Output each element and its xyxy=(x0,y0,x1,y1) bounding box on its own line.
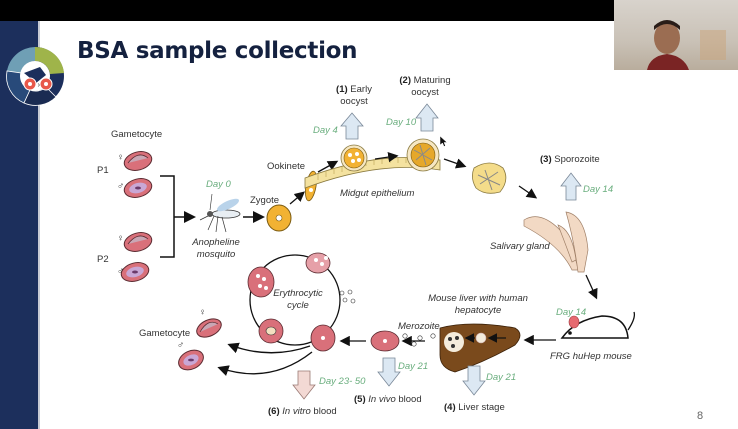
p2-male-symbol: ♂ xyxy=(117,266,125,277)
maturing-oocyst-day: Day 10 xyxy=(386,117,417,128)
in-vitro-label: (6) In vitro blood xyxy=(268,406,337,417)
p1-male-gametocyte xyxy=(123,178,153,198)
parents-header: Gametocyte xyxy=(111,129,163,140)
page-number: 8 xyxy=(697,410,704,422)
in-vivo-label: (5) In vivo blood xyxy=(354,394,422,405)
ookinete-label: Ookinete xyxy=(267,161,306,172)
mosquito-label: Anopheline mosquito xyxy=(186,237,246,261)
slide-title: BSA sample collection xyxy=(77,38,358,64)
sporozoite-up-arrow xyxy=(560,172,582,201)
salivary-gland-label: Salivary gland xyxy=(490,241,550,252)
liver-stage-text: Liver stage xyxy=(458,402,505,413)
erythrocytic-label: Erythrocytic cycle xyxy=(268,288,328,312)
mosquito-label-line1: Anopheline xyxy=(192,237,240,248)
liver-stage-day: Day 21 xyxy=(486,372,517,383)
mouse-icon xyxy=(560,311,636,339)
p1-female-gametocyte xyxy=(123,151,153,171)
mosquito-label-line2: mosquito xyxy=(196,249,236,260)
liver-stage-down-arrow xyxy=(462,365,486,396)
in-vitro-text: blood xyxy=(313,406,337,417)
in-vitro-day: Day 23- 50 xyxy=(319,376,366,387)
in-vivo-text: blood xyxy=(398,394,422,405)
early-oocyst-line2: oocyst xyxy=(340,96,368,107)
output-female-symbol: ♀ xyxy=(199,307,207,318)
maturing-oocyst-line2: oocyst xyxy=(411,87,439,98)
in-vitro-num: (6) xyxy=(268,406,280,417)
top-black-bar xyxy=(0,0,738,21)
p1-female-symbol: ♀ xyxy=(117,152,125,163)
in-vivo-down-arrow xyxy=(377,357,401,387)
zygote-cell xyxy=(266,204,292,232)
p2-label: P2 xyxy=(97,254,109,265)
in-vitro-down-arrow xyxy=(292,370,316,400)
early-oocyst-day: Day 4 xyxy=(313,125,338,136)
erythrocytic-line1: Erythrocytic xyxy=(273,288,323,299)
output-male-symbol: ♂ xyxy=(177,340,185,351)
cycle-rbc-ring xyxy=(258,318,284,344)
in-vivo-num: (5) xyxy=(354,394,366,405)
in-vivo-italic: In vivo xyxy=(368,394,396,405)
maturing-oocyst-line1: Maturing xyxy=(413,75,451,86)
svg-text:×: × xyxy=(37,82,42,89)
output-male-gametocyte xyxy=(178,349,204,371)
mouse-label: FRG huHep mouse xyxy=(550,351,632,362)
in-vivo-day: Day 21 xyxy=(398,361,429,372)
sporozoite-day: Day 14 xyxy=(583,184,614,195)
mouse-pointer-icon xyxy=(440,136,448,147)
liver-icon xyxy=(439,323,521,373)
mouse-day: Day 14 xyxy=(556,307,587,318)
mosquito-icon xyxy=(199,193,241,233)
cycle-rbc-schizont xyxy=(247,266,275,298)
p1-label: P1 xyxy=(97,165,109,176)
sporozoite-num: (3) xyxy=(540,154,552,165)
maturing-oocyst-num: (2) xyxy=(399,75,411,86)
liver-stage-num: (4) xyxy=(444,402,456,413)
p2-male-gametocyte xyxy=(120,262,150,282)
liver-label: Mouse liver with human hepatocyte xyxy=(420,293,536,317)
maturing-oocyst-label: (2) Maturing oocyst xyxy=(393,75,457,99)
webcam-video-tile[interactable] xyxy=(614,0,738,70)
merozoite-label: Merozoite xyxy=(398,321,440,332)
cycle-rbc-infected xyxy=(310,324,336,352)
mosquito-day: Day 0 xyxy=(206,179,231,190)
maturing-oocyst-cell xyxy=(406,138,440,172)
early-oocyst-cell xyxy=(340,144,368,172)
cycle-rbc-bursting xyxy=(305,252,331,274)
sidebar-divider xyxy=(38,21,40,429)
presenter-silhouette-icon xyxy=(647,20,726,70)
liver-stage-label: (4) Liver stage xyxy=(444,402,505,413)
output-female-gametocyte xyxy=(196,318,222,338)
salivary-gland xyxy=(523,211,589,273)
lab-logo-icon: × xyxy=(6,46,64,106)
p2-female-gametocyte xyxy=(123,232,153,252)
midgut-label: Midgut epithelium xyxy=(340,188,415,199)
erythrocytic-line2: cycle xyxy=(287,300,309,311)
sporozoite-text: Sporozoite xyxy=(554,154,600,165)
early-oocyst-line1: Early xyxy=(350,84,372,95)
in-vitro-italic: In vitro xyxy=(282,406,311,417)
p1-male-symbol: ♂ xyxy=(117,181,125,192)
early-oocyst-label: (1) Early oocyst xyxy=(326,84,382,108)
merozoites xyxy=(402,333,436,347)
in-vivo-rbc xyxy=(370,330,400,352)
sporozoite-label: (3) Sporozoite xyxy=(540,154,600,165)
maturing-oocyst-up-arrow xyxy=(415,103,439,132)
early-oocyst-up-arrow xyxy=(340,112,364,140)
output-gametocyte-label: Gametocyte xyxy=(139,328,191,339)
presentation-slide: × BSA sample collection 8 xyxy=(0,21,738,429)
p2-female-symbol: ♀ xyxy=(117,233,125,244)
liver-label-line2: hepatocyte xyxy=(454,305,502,316)
erythrocytic-cycle-ring xyxy=(249,254,341,346)
liver-label-line1: Mouse liver with human xyxy=(428,293,528,304)
zygote-label: Zygote xyxy=(250,195,280,206)
early-oocyst-num: (1) xyxy=(336,84,348,95)
ruptured-oocyst xyxy=(472,162,507,194)
cross-bracket xyxy=(160,175,175,258)
